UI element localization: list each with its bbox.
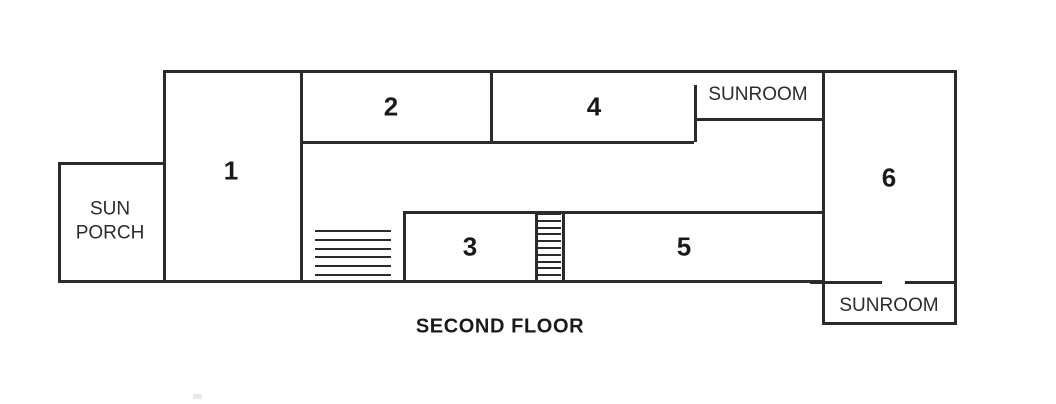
wall-stair-v-right: [562, 211, 565, 283]
wall-sunroom-bottom-top-right-seg: [905, 281, 957, 284]
wall-sunroom-top-divider: [694, 118, 825, 121]
room-label-4: 4: [586, 91, 602, 122]
room-label-line: SUN: [89, 198, 131, 220]
stair-tread: [537, 267, 561, 269]
room-label-line: PORCH: [75, 222, 145, 243]
wall-sun-porch-left: [58, 162, 61, 283]
page-title: SECOND FLOOR: [415, 315, 585, 338]
wall-outer-bottom-main: [58, 280, 825, 283]
room-label-1: 1: [223, 155, 239, 186]
room-label-sunroom-bottom: SUNROOM: [839, 295, 939, 317]
stair-tread: [537, 281, 561, 283]
wall-sunroom-bottom-right-wall: [954, 281, 957, 325]
room-label-5: 5: [676, 231, 692, 262]
wall-sun-porch-top: [58, 162, 166, 165]
stair-tread: [537, 233, 561, 235]
scan-artifact: [193, 394, 202, 399]
room-label-2: 2: [383, 91, 399, 122]
stair-tread: [537, 220, 561, 222]
wall-stair-v-left: [535, 211, 538, 283]
wall-room-4-right-upper: [694, 85, 697, 142]
wall-outer-right: [954, 70, 957, 325]
stair-tread: [315, 274, 391, 276]
stair-tread: [537, 213, 561, 215]
wall-sunroom-bottom-left-wall: [822, 281, 825, 325]
wall-sunroom-bottom-bottom: [822, 322, 957, 325]
stair-tread: [537, 227, 561, 229]
stair-tread: [315, 265, 391, 267]
room-label-6: 6: [881, 162, 897, 193]
stair-tread: [537, 261, 561, 263]
wall-room-6-left-upper: [822, 70, 825, 284]
wall-room-2-right: [490, 70, 493, 144]
wall-room-3-5-top: [403, 211, 825, 214]
stair-tread: [537, 254, 561, 256]
wall-room-3-left: [403, 211, 406, 283]
wall-sunroom-bottom-top-left-seg: [810, 281, 882, 284]
stair-tread: [315, 239, 391, 241]
stair-tread: [315, 248, 391, 250]
wall-room-1-right: [300, 70, 303, 283]
wall-hall-top: [300, 141, 694, 144]
stair-tread: [537, 274, 561, 276]
stair-tread: [537, 240, 561, 242]
wall-room-1-left: [163, 70, 166, 283]
stair-tread: [315, 230, 391, 232]
stair-tread: [315, 256, 391, 258]
room-label-3: 3: [462, 231, 478, 262]
stair-tread: [537, 247, 561, 249]
wall-outer-top-main: [163, 70, 957, 73]
room-label-sunroom-top: SUNROOM: [708, 84, 808, 106]
